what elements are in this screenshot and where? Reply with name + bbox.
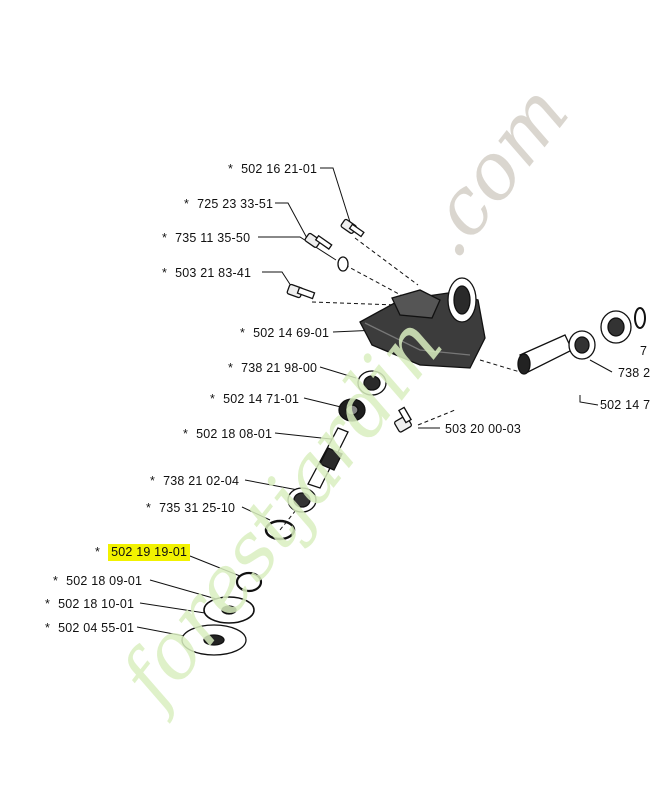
asterisk: * bbox=[162, 266, 168, 280]
part-number: 503 21 83-41 bbox=[175, 266, 252, 280]
screw-503-20-00 bbox=[394, 406, 412, 433]
part-label: * 502 18 09-01 bbox=[53, 574, 142, 588]
part-number: 502 18 10-01 bbox=[58, 597, 135, 611]
circlip-right bbox=[634, 307, 646, 329]
part-label: * 738 21 02-04 bbox=[150, 474, 239, 488]
part-number: 738 2 bbox=[618, 366, 651, 380]
part-number: 735 11 35-50 bbox=[175, 231, 251, 245]
part-label: * 502 14 71-01 bbox=[210, 392, 299, 406]
part-number: 502 14 7 bbox=[600, 398, 651, 412]
part-label: * 502 16 21-01 bbox=[228, 162, 317, 176]
asterisk: * bbox=[150, 474, 156, 488]
part-label: 502 14 7 bbox=[600, 398, 650, 412]
part-label: * 502 04 55-01 bbox=[45, 621, 134, 635]
asterisk: * bbox=[162, 231, 168, 245]
part-number: 503 20 00-03 bbox=[445, 422, 522, 436]
part-number: 502 04 55-01 bbox=[58, 621, 135, 635]
part-number: 7 bbox=[640, 344, 648, 358]
asterisk: * bbox=[228, 361, 234, 375]
screw-502-16-21 bbox=[340, 218, 365, 238]
asterisk: * bbox=[95, 545, 101, 559]
asterisk: * bbox=[45, 621, 51, 635]
asterisk: * bbox=[184, 197, 190, 211]
spacer-502-19-19 bbox=[235, 571, 263, 593]
screw-735-11-35 bbox=[304, 232, 333, 250]
bearing-738-2 bbox=[568, 330, 596, 360]
watermark-tld: .com bbox=[399, 69, 587, 274]
part-label: * 735 31 25-10 bbox=[146, 501, 235, 515]
part-label: 7 bbox=[640, 344, 647, 358]
part-label: 738 2 bbox=[618, 366, 650, 380]
asterisk: * bbox=[183, 427, 189, 441]
part-label: * 725 23 33-51 bbox=[184, 197, 273, 211]
asterisk: * bbox=[240, 326, 246, 340]
part-number: 502 14 69-01 bbox=[253, 326, 330, 340]
bearing-right bbox=[600, 310, 632, 344]
asterisk: * bbox=[45, 597, 51, 611]
washer-725-23-33 bbox=[337, 256, 349, 272]
part-label: * 735 11 35-50 bbox=[162, 231, 250, 245]
part-number: 725 23 33-51 bbox=[197, 197, 274, 211]
part-label: * 738 21 98-00 bbox=[228, 361, 317, 375]
screw-503-21-83 bbox=[286, 283, 316, 300]
part-label: * 502 18 08-01 bbox=[183, 427, 272, 441]
part-number: 502 18 08-01 bbox=[196, 427, 273, 441]
part-number: 738 21 02-04 bbox=[163, 474, 240, 488]
part-number: 502 14 71-01 bbox=[223, 392, 300, 406]
bevel-gear-502-14-71 bbox=[338, 398, 366, 422]
part-number: 738 21 98-00 bbox=[241, 361, 318, 375]
bearing-738-21-02 bbox=[287, 487, 317, 513]
part-label: 503 20 00-03 bbox=[445, 422, 521, 436]
cover-502-18-10 bbox=[181, 624, 247, 656]
support-cup-502-18-09 bbox=[203, 596, 255, 624]
part-number: 502 18 09-01 bbox=[66, 574, 143, 588]
asterisk: * bbox=[53, 574, 59, 588]
part-label-highlighted: * 502 19 19-01 bbox=[95, 544, 191, 561]
part-number: 735 31 25-10 bbox=[159, 501, 236, 515]
output-shaft-502-18-08 bbox=[307, 427, 349, 489]
part-label: * 502 18 10-01 bbox=[45, 597, 134, 611]
asterisk: * bbox=[228, 162, 234, 176]
part-number-highlighted: 502 19 19-01 bbox=[108, 544, 191, 561]
asterisk: * bbox=[210, 392, 216, 406]
parts bbox=[181, 218, 646, 656]
part-label: * 502 14 69-01 bbox=[240, 326, 329, 340]
bearing-738-21-98 bbox=[357, 370, 387, 396]
asterisk: * bbox=[146, 501, 152, 515]
part-number: 502 16 21-01 bbox=[241, 162, 318, 176]
gear-housing-502-14-69 bbox=[359, 277, 486, 369]
input-shaft-502-14-7 bbox=[517, 334, 573, 375]
part-label: * 503 21 83-41 bbox=[162, 266, 251, 280]
circlip-735-31-25 bbox=[264, 519, 296, 541]
